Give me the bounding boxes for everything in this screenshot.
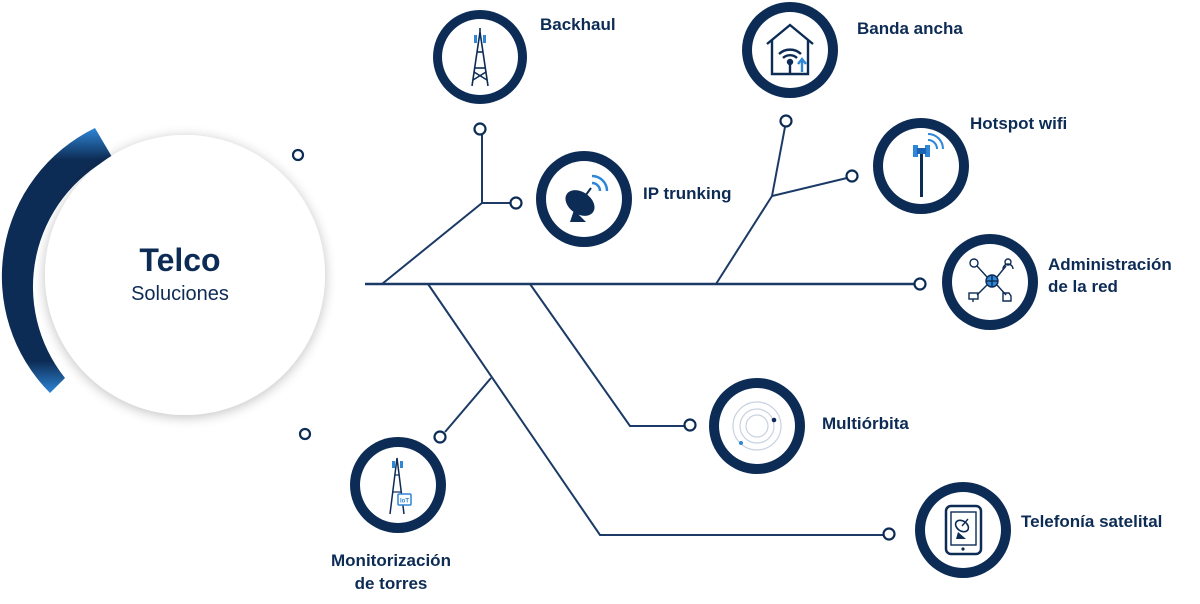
wifi-antenna-icon <box>913 133 944 197</box>
node-multiorbita[interactable] <box>709 378 805 474</box>
hub-accent-arc <box>1 128 113 393</box>
hub-circle <box>45 135 325 415</box>
label-administracion-line1: Administración <box>1048 255 1172 274</box>
hub-dot-top <box>291 148 305 162</box>
orbit-icon <box>732 401 782 451</box>
label-banda-ancha: Banda ancha <box>857 19 963 38</box>
svg-text:IoT: IoT <box>400 499 409 505</box>
node-monitorizacion-torres[interactable]: IoT <box>350 437 446 533</box>
connector-lines <box>365 126 915 536</box>
satellite-dish-icon <box>565 174 609 222</box>
node-backhaul[interactable] <box>433 10 527 104</box>
iot-tower-icon: IoT <box>389 457 412 515</box>
node-banda-ancha[interactable] <box>742 2 838 98</box>
home-wifi-icon <box>766 23 814 76</box>
label-monitorizacion-line1: Monitorización <box>331 551 451 570</box>
node-telefonia-satelital[interactable] <box>915 482 1011 578</box>
label-monitorizacion-line2: de torres <box>354 574 428 593</box>
cell-tower-icon <box>471 28 489 87</box>
node-ip-trunking[interactable] <box>536 151 632 247</box>
hub-title: Telco <box>139 242 221 278</box>
satellite-phone-icon <box>944 504 983 556</box>
node-administracion-red[interactable] <box>942 234 1038 330</box>
label-backhaul: Backhaul <box>540 15 616 34</box>
connector-dots <box>433 114 927 541</box>
hub <box>1 128 325 441</box>
hub-dot-bottom <box>298 427 312 441</box>
label-multiorbita: Multiórbita <box>822 414 909 433</box>
label-hotspot-wifi: Hotspot wifi <box>970 114 1068 133</box>
label-administracion-line2: de la red <box>1048 277 1118 296</box>
network-management-icon <box>968 258 1014 302</box>
label-ip-trunking: IP trunking <box>643 184 732 203</box>
node-hotspot-wifi[interactable] <box>873 118 969 214</box>
label-telefonia-satelital: Telefonía satelital <box>1021 512 1163 531</box>
hub-subtitle: Soluciones <box>131 283 229 305</box>
